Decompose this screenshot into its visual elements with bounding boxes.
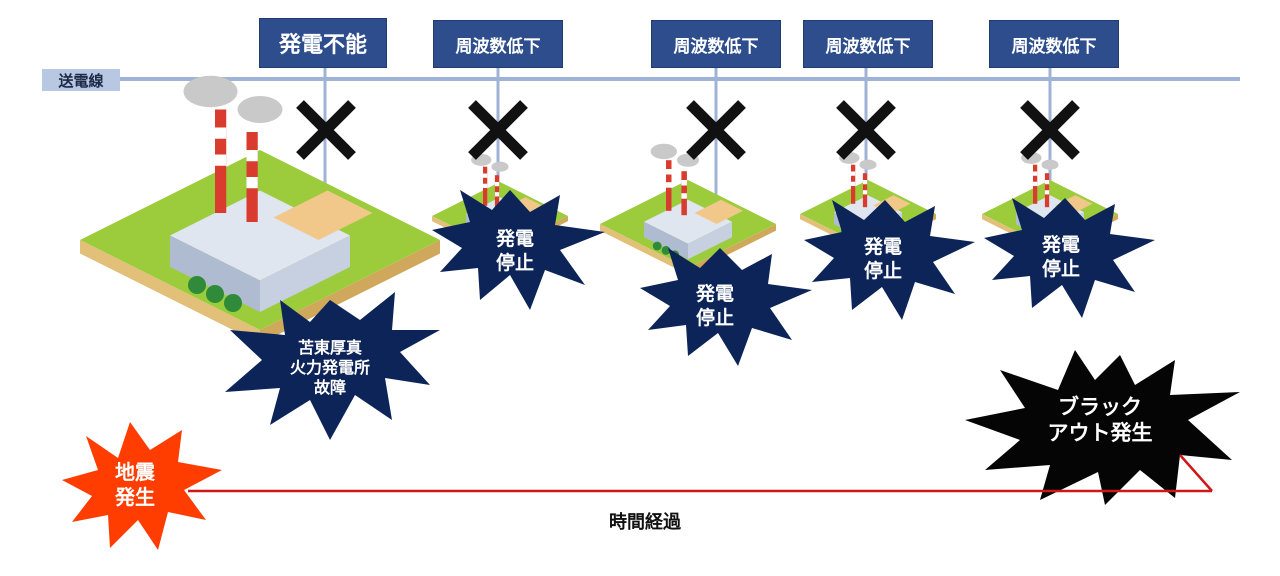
earthquake-burst (62, 422, 222, 550)
blackout-text: ブラック アウト発生 (1040, 394, 1160, 447)
blackout-burst (965, 350, 1240, 505)
transmission-line-label: 送電線 (42, 69, 120, 91)
stop-text-3-line-1: 発電 (863, 236, 902, 258)
status-label-frequency-drop-1: 周波数低下 (433, 20, 563, 68)
main-plant-failure-line-1: 苫東厚真 (297, 338, 362, 357)
stop-text-1: 発電 停止 (480, 228, 550, 276)
power-plant-3 (600, 143, 776, 275)
stop-burst-1 (432, 190, 605, 310)
status-label-frequency-drop-3: 周波数低下 (803, 20, 933, 68)
status-label-generation-unavailable: 発電不能 (259, 18, 387, 68)
main-plant-failure-burst (225, 292, 440, 440)
earthquake-text: 地震 発生 (100, 460, 170, 510)
stop-text-4-line-2: 停止 (1041, 257, 1080, 280)
status-label-frequency-drop-2: 周波数低下 (651, 20, 781, 68)
blackout-line-1: ブラック (1058, 395, 1142, 419)
stop-burst-4 (984, 198, 1155, 318)
main-plant-failure-line-2: 火力発電所 (289, 358, 370, 377)
stop-text-3-line-2: 停止 (863, 259, 902, 282)
stop-text-2: 発電 停止 (680, 283, 750, 331)
stop-burst-3 (804, 200, 975, 320)
earthquake-line-2: 発生 (115, 485, 155, 509)
main-plant-failure-line-3: 故障 (313, 378, 346, 397)
stop-text-4-line-1: 発電 (1041, 234, 1080, 256)
stop-text-4: 発電 停止 (1026, 234, 1096, 282)
main-plant-failure-text: 苫東厚真 火力発電所 故障 (270, 338, 390, 398)
stop-text-2-line-2: 停止 (695, 306, 734, 329)
stop-text-1-line-1: 発電 (495, 228, 534, 250)
stop-burst-2 (640, 248, 812, 366)
blackout-line-2: アウト発生 (1047, 421, 1153, 446)
stop-text-3: 発電 停止 (848, 236, 918, 284)
stop-text-1-line-2: 停止 (495, 251, 534, 274)
status-label-frequency-drop-4: 周波数低下 (989, 20, 1119, 68)
earthquake-line-1: 地震 (115, 460, 155, 484)
stop-text-2-line-1: 発電 (695, 283, 734, 305)
timeline-label: 時間経過 (609, 512, 681, 533)
timeline-end-segment (1179, 454, 1213, 492)
